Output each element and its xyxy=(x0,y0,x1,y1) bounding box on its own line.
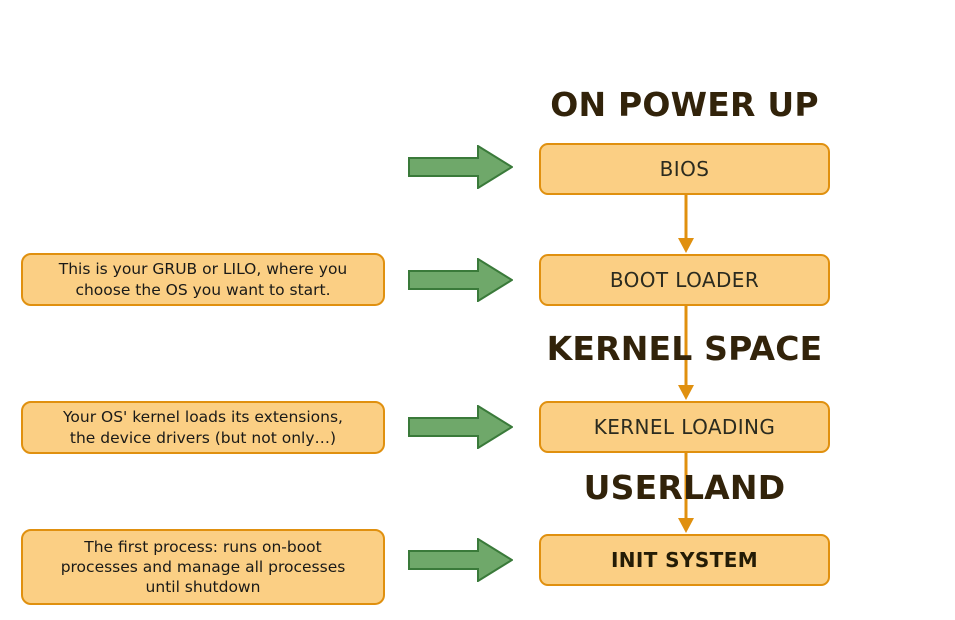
flow-box-init-system[interactable]: INIT SYSTEM xyxy=(539,534,830,586)
section-header-kernel-space: KERNEL SPACE xyxy=(546,329,823,368)
section-header-on-power-up: ON POWER UP xyxy=(550,85,819,124)
green-arrow-to-init-system xyxy=(408,538,513,582)
flow-box-bios-label: BIOS xyxy=(659,157,710,181)
flow-box-boot-loader-label: BOOT LOADER xyxy=(609,268,760,292)
flow-box-kernel-loading-label: KERNEL LOADING xyxy=(593,415,776,439)
flow-box-kernel-loading[interactable]: KERNEL LOADING xyxy=(539,401,830,453)
green-arrow-to-boot-loader xyxy=(408,258,513,302)
connector-boot-loader-to-kernel-loading xyxy=(678,306,694,400)
connector-bios-to-boot-loader xyxy=(678,195,694,253)
connector-kernel-loading-to-init-system xyxy=(678,453,694,533)
note-box-init-system-text: The first process: runs on-boot processe… xyxy=(60,537,346,597)
flow-box-bios[interactable]: BIOS xyxy=(539,143,830,195)
flow-box-boot-loader[interactable]: BOOT LOADER xyxy=(539,254,830,306)
green-arrow-to-kernel-loading xyxy=(408,405,513,449)
note-box-kernel-loading[interactable]: Your OS' kernel loads its extensions, th… xyxy=(21,401,385,454)
note-box-boot-loader-text: This is your GRUB or LILO, where you cho… xyxy=(58,260,348,299)
section-header-userland: USERLAND xyxy=(583,468,786,507)
note-box-boot-loader[interactable]: This is your GRUB or LILO, where you cho… xyxy=(21,253,385,306)
note-box-kernel-loading-text: Your OS' kernel loads its extensions, th… xyxy=(63,408,343,447)
note-box-init-system[interactable]: The first process: runs on-boot processe… xyxy=(21,529,385,605)
flow-box-init-system-label: INIT SYSTEM xyxy=(610,548,759,572)
green-arrow-to-bios xyxy=(408,145,513,189)
